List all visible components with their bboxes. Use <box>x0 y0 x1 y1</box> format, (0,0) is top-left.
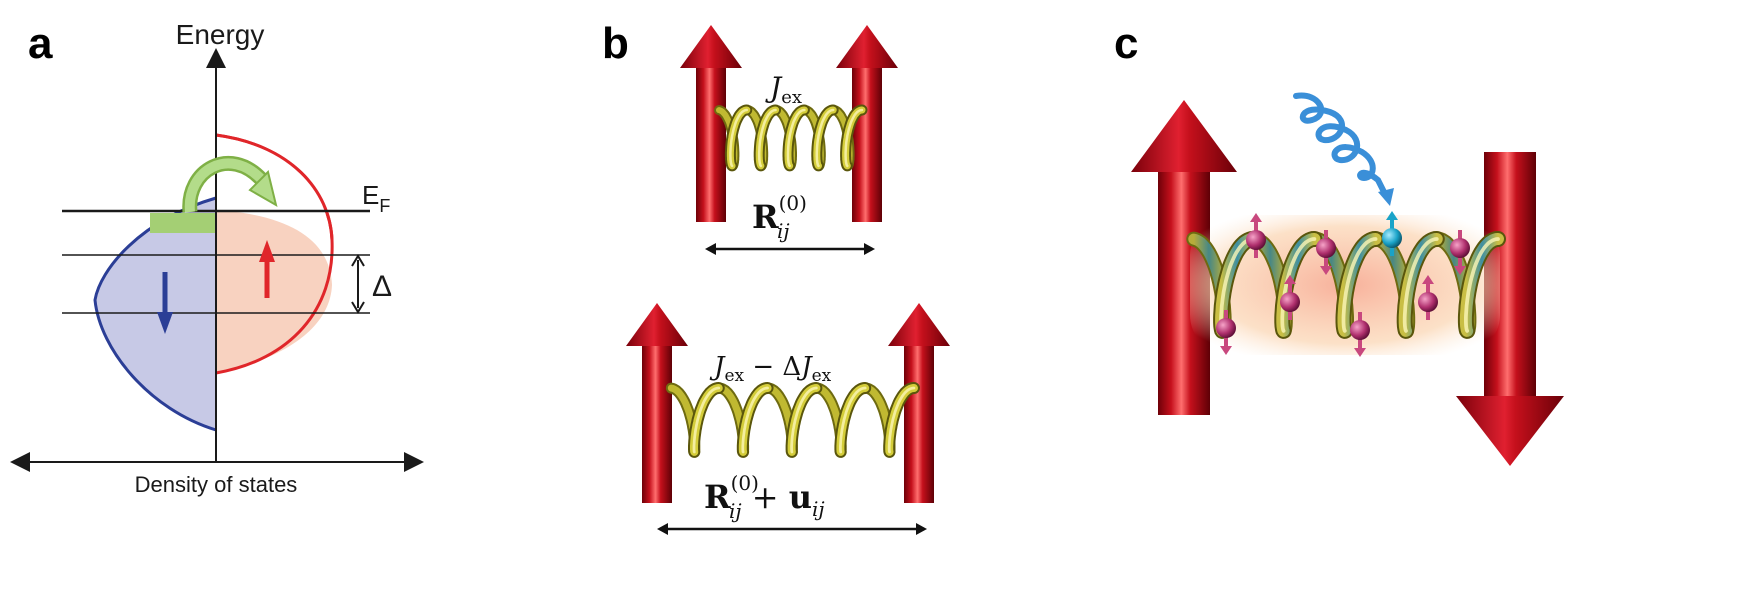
spin-down-band-fill <box>95 198 216 430</box>
excited-region <box>150 213 216 233</box>
fermi-label: EF <box>362 180 390 216</box>
spring-icon <box>665 382 920 458</box>
delta-label: Δ <box>372 270 392 303</box>
panel-c-letter: c <box>1114 19 1138 68</box>
wavy-photon-icon <box>1293 92 1389 199</box>
distance-arrow-bottom <box>657 523 927 535</box>
spin-arrow-left-bottom <box>626 303 688 503</box>
electron-sphere-icon <box>1418 275 1438 320</box>
exchange-splitting-arrow <box>351 254 365 314</box>
panel-a: a Energy Density of states EF Δ <box>10 19 424 497</box>
displaced-vector-label: R(0)ij + uij <box>704 471 825 523</box>
arrow-up-icon <box>259 240 275 298</box>
dos-axis-label: Density of states <box>135 472 298 497</box>
spin-arrow-left-top <box>680 25 742 222</box>
spin-pair-bottom: Jex − ΔJex R(0)ij + uij <box>626 303 950 535</box>
electron-sphere-icon <box>1246 213 1266 258</box>
spin-pair-top: Jex R(0)ij <box>680 25 898 255</box>
panel-b-letter: b <box>602 19 629 68</box>
panel-a-letter: a <box>28 19 53 68</box>
excited-electron <box>1382 211 1402 256</box>
distance-arrow-top <box>705 243 875 255</box>
panel-c: c <box>1114 19 1564 466</box>
arrow-down-icon <box>157 272 173 334</box>
electron-sphere-icon <box>1280 275 1300 320</box>
spring-icon <box>714 104 868 172</box>
electron-sphere-icon <box>1350 312 1370 357</box>
spin-arrow-right-bottom <box>888 303 950 503</box>
electron-sphere-icon <box>1316 230 1336 275</box>
spin-up-band-fill <box>216 210 332 373</box>
equilibrium-vector-label: R(0)ij <box>752 191 807 243</box>
panel-b: b Jex R(0)ij <box>602 19 950 535</box>
modified-exchange-label: Jex − ΔJex <box>709 352 832 386</box>
spin-arrow-right-top <box>836 25 898 222</box>
electron-sphere-icon <box>1216 310 1236 355</box>
exchange-coupling-label: Jex <box>765 71 802 108</box>
spin-flip-transfer-arrow <box>182 155 278 213</box>
electron-sphere-icon <box>1450 230 1470 275</box>
electron-group <box>1216 211 1470 357</box>
energy-axis-label: Energy <box>176 19 265 50</box>
